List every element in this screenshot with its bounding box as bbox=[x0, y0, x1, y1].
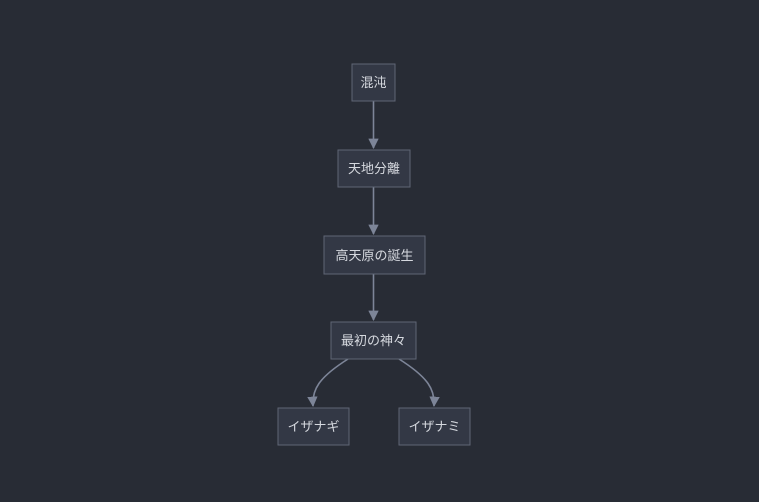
node-box bbox=[323, 235, 426, 275]
node-box bbox=[330, 321, 417, 360]
edge-saisho-to-izanagi bbox=[307, 358, 349, 408]
node-konton[interactable]: 混沌 bbox=[351, 63, 396, 102]
node-label-izanagi: イザナギ bbox=[287, 420, 339, 435]
node-box bbox=[351, 63, 396, 102]
node-label-saisho-no-kamigami: 最初の神々 bbox=[341, 334, 406, 349]
node-box bbox=[398, 407, 471, 446]
node-izanami[interactable]: イザナミ bbox=[398, 407, 471, 446]
node-tenchi-bunri[interactable]: 天地分離 bbox=[337, 149, 411, 188]
node-label-tenchi-bunri: 天地分離 bbox=[348, 162, 400, 177]
node-label-izanami: イザナミ bbox=[408, 420, 460, 435]
edge-saisho-to-izanami bbox=[398, 358, 440, 408]
node-label-konton: 混沌 bbox=[360, 76, 386, 91]
node-saisho-no-kamigami[interactable]: 最初の神々 bbox=[330, 321, 417, 360]
node-label-takamagahara: 高天原の誕生 bbox=[335, 248, 413, 264]
node-izanagi[interactable]: イザナギ bbox=[277, 407, 350, 446]
node-takamagahara[interactable]: 高天原の誕生 bbox=[323, 235, 426, 275]
node-box bbox=[277, 407, 350, 446]
node-box bbox=[337, 149, 411, 188]
